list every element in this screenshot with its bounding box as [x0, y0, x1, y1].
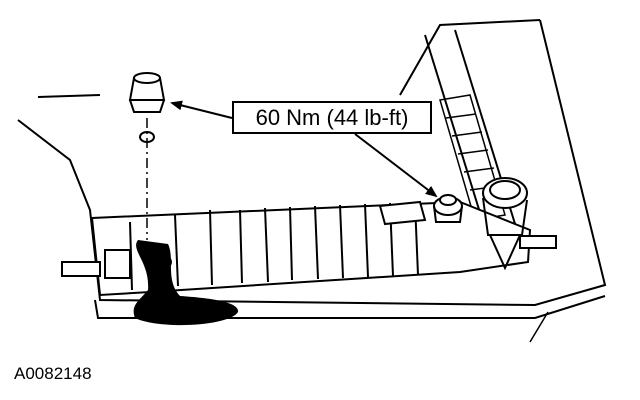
port-fitting — [482, 177, 528, 271]
callout-arrow-upper — [170, 100, 233, 119]
torque-callout-label: 60 Nm (44 lb-ft) — [255, 104, 409, 130]
frame-outline — [17, 19, 607, 343]
tie-rod-ends — [61, 235, 557, 277]
steering-gear-housing — [90, 200, 532, 297]
callout-arrow-lower — [354, 133, 438, 198]
torque-callout: 60 Nm (44 lb-ft) — [232, 101, 432, 134]
fluid-spill — [133, 240, 239, 326]
loose-fitting — [128, 72, 166, 143]
figure-id: A0082148 — [14, 364, 92, 383]
installed-fitting — [433, 194, 463, 223]
